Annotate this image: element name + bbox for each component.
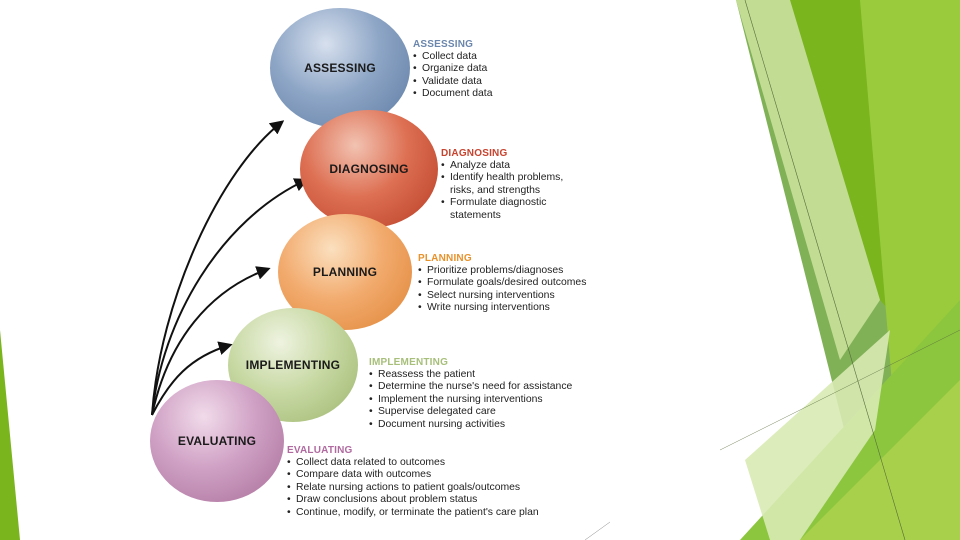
list-item: Identify health problems, risks, and str…: [441, 172, 581, 197]
sphere-label: PLANNING: [312, 265, 378, 279]
list-item: Draw conclusions about problem status: [287, 494, 557, 507]
sphere-assessing: ASSESSING: [270, 8, 410, 128]
arrow-to-assessing: [151, 120, 285, 416]
panel-assessing: ASSESSING Collect data Organize data Val…: [413, 39, 613, 101]
panel-diagnosing: DIAGNOSING Analyze data Identify health …: [441, 148, 581, 222]
arrow-to-diagnosing: [151, 178, 309, 416]
panel-heading: PLANNING: [418, 253, 472, 264]
list-item: Select nursing interventions: [418, 290, 618, 303]
panel-list: Collect data related to outcomes Compare…: [287, 457, 557, 519]
sphere-label: EVALUATING: [177, 434, 257, 448]
sphere-evaluating: EVALUATING: [150, 380, 284, 502]
sphere-implementing: IMPLEMENTING: [228, 308, 358, 422]
list-item: Analyze data: [441, 160, 581, 173]
list-item: Compare data with outcomes: [287, 469, 557, 482]
list-item: Document nursing activities: [369, 419, 589, 432]
panel-list: Collect data Organize data Validate data…: [413, 51, 613, 101]
arrow-to-planning: [151, 266, 271, 416]
panel-list: Analyze data Identify health problems, r…: [441, 160, 581, 222]
list-item: Document data: [413, 88, 613, 101]
thin-line-3: [584, 521, 611, 540]
panel-heading: DIAGNOSING: [441, 148, 508, 159]
panel-heading: ASSESSING: [413, 39, 474, 50]
list-item: Organize data: [413, 63, 613, 76]
list-item: Collect data: [413, 51, 613, 64]
green-shape-4: [736, 0, 880, 360]
thin-line-2: [719, 329, 960, 451]
list-item: Formulate diagnostic statements: [441, 197, 581, 222]
sphere-label: ASSESSING: [304, 61, 376, 75]
list-item: Implement the nursing interventions: [369, 394, 589, 407]
panel-heading: IMPLEMENTING: [369, 357, 449, 368]
green-shape-6: [800, 380, 960, 540]
sphere-diagnosing: DIAGNOSING: [300, 110, 438, 228]
list-item: Determine the nurse's need for assistanc…: [369, 381, 589, 394]
sphere-label: IMPLEMENTING: [245, 358, 341, 372]
list-item: Reassess the patient: [369, 369, 589, 382]
panel-planning: PLANNING Prioritize problems/diagnoses F…: [418, 253, 618, 315]
thin-line-1: [744, 0, 906, 540]
panel-evaluating: EVALUATING Collect data related to outco…: [287, 445, 557, 519]
green-shape-left: [0, 330, 20, 540]
panel-list: Prioritize problems/diagnoses Formulate …: [418, 265, 618, 315]
panel-list: Reassess the patient Determine the nurse…: [369, 369, 589, 431]
list-item: Prioritize problems/diagnoses: [418, 265, 618, 278]
panel-heading: EVALUATING: [287, 445, 353, 456]
green-shape-7: [745, 330, 890, 540]
list-item: Relate nursing actions to patient goals/…: [287, 482, 557, 495]
list-item: Continue, modify, or terminate the patie…: [287, 507, 557, 520]
list-item: Validate data: [413, 76, 613, 89]
list-item: Supervise delegated care: [369, 406, 589, 419]
list-item: Formulate goals/desired outcomes: [418, 277, 618, 290]
panel-implementing: IMPLEMENTING Reassess the patient Determ…: [369, 357, 589, 431]
list-item: Write nursing interventions: [418, 302, 618, 315]
list-item: Collect data related to outcomes: [287, 457, 557, 470]
sphere-label: DIAGNOSING: [329, 162, 409, 176]
arrow-to-implementing: [151, 341, 233, 416]
